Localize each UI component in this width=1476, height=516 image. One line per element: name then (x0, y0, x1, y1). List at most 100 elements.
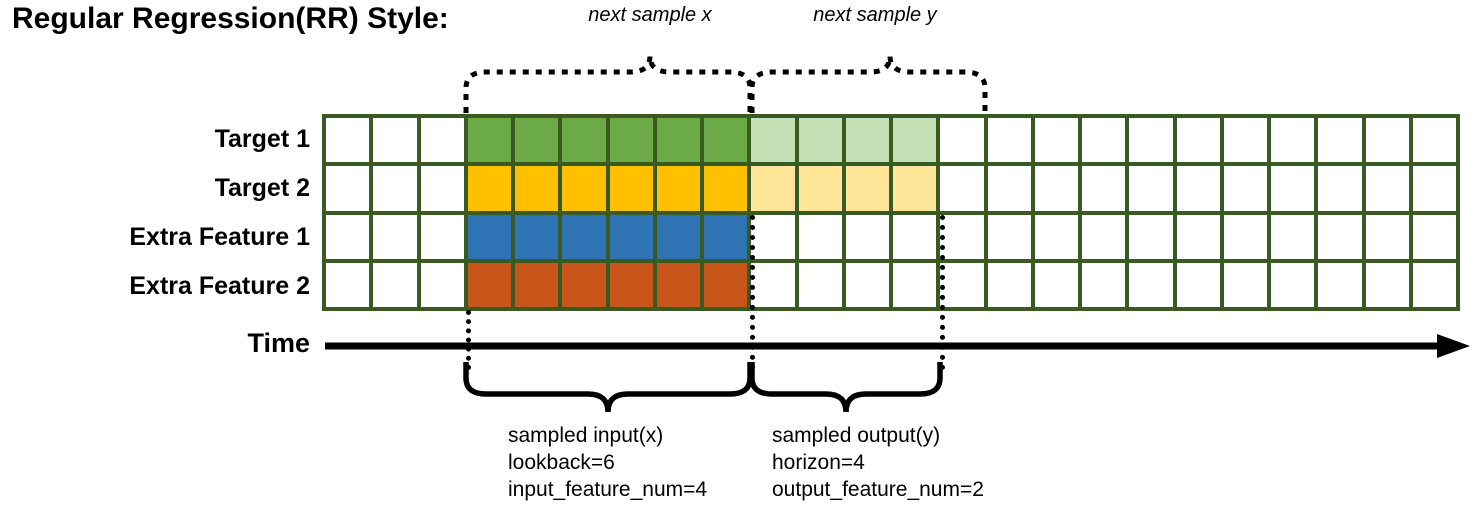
grid-cell-empty-r2-c18 (1176, 214, 1220, 259)
grid-cell-input-r1-c6 (609, 166, 653, 211)
grid-cell-empty-r0-c14 (987, 118, 1031, 163)
grid-cell-empty-r2-c0 (326, 214, 370, 259)
grid-cell-empty-r1-c20 (1271, 166, 1315, 211)
grid-cell-empty-r2-c16 (1082, 214, 1126, 259)
grid-cell-empty-r1-c21 (1318, 166, 1362, 211)
grid-cell-empty-r2-c17 (1129, 214, 1173, 259)
grid-cell-empty-r0-c1 (373, 118, 417, 163)
grid-cell-empty-r3-c13 (940, 262, 984, 307)
row-label-group: Target 1 Target 2 Extra Feature 1 Extra … (0, 115, 310, 311)
grid-cell-empty-r0-c17 (1129, 118, 1173, 163)
grid-cell-input-r3-c3 (467, 262, 511, 307)
annotation-next-sample-y: next sample y (813, 4, 937, 26)
grid-cell-empty-r0-c22 (1365, 118, 1409, 163)
dotted-brace-next-y (749, 55, 988, 113)
grid-cell-input-r0-c7 (656, 118, 700, 163)
grid-cell-empty-r2-c1 (373, 214, 417, 259)
grid-cell-input-r2-c6 (609, 214, 653, 259)
grid-cell-empty-r1-c22 (1365, 166, 1409, 211)
grid-cell-empty-r0-c0 (326, 118, 370, 163)
grid-cell-empty-r3-c12 (893, 262, 937, 307)
grid-cell-empty-r3-c1 (373, 262, 417, 307)
grid-cell-empty-r0-c16 (1082, 118, 1126, 163)
grid-cell-input-r0-c6 (609, 118, 653, 163)
grid-cell-empty-r1-c23 (1412, 166, 1456, 211)
grid-cell-empty-r0-c23 (1412, 118, 1456, 163)
grid-cell-empty-r2-c11 (845, 214, 889, 259)
grid-cell-empty-r1-c17 (1129, 166, 1173, 211)
grid-cell-empty-r2-c14 (987, 214, 1031, 259)
grid-cell-input-r2-c5 (562, 214, 606, 259)
grid-cell-empty-r1-c13 (940, 166, 984, 211)
guide-line-output-end (940, 215, 945, 370)
grid-cell-empty-r2-c20 (1271, 214, 1315, 259)
grid-cell-empty-r1-c14 (987, 166, 1031, 211)
grid-cell-input-r0-c3 (467, 118, 511, 163)
grid-cell-empty-r1-c16 (1082, 166, 1126, 211)
grid-cell-empty-r3-c21 (1318, 262, 1362, 307)
grid-cell-input-r2-c3 (467, 214, 511, 259)
grid-cell-empty-r3-c0 (326, 262, 370, 307)
annotation-next-sample-x: next sample x (588, 4, 712, 26)
grid-cell-empty-r3-c11 (845, 262, 889, 307)
dotted-brace-next-x (463, 55, 753, 113)
description-input-line-3: input_feature_num=4 (508, 477, 708, 501)
grid-cell-empty-r1-c15 (1034, 166, 1078, 211)
grid-cell-empty-r3-c17 (1129, 262, 1173, 307)
grid-cell-empty-r0-c2 (420, 118, 464, 163)
description-input-line-1: sampled input(x) (508, 424, 664, 447)
grid-cell-input-r3-c4 (515, 262, 559, 307)
grid-cell-empty-r2-c10 (798, 214, 842, 259)
grid-cell-empty-r2-c2 (420, 214, 464, 259)
grid-cell-empty-r3-c15 (1034, 262, 1078, 307)
grid-cell-input-r1-c4 (515, 166, 559, 211)
grid-cell-empty-r3-c2 (420, 262, 464, 307)
grid-cell-empty-r1-c19 (1223, 166, 1267, 211)
row-label-extra-feature-1: Extra Feature 1 (129, 223, 310, 251)
grid-cell-empty-r1-c0 (326, 166, 370, 211)
description-sampled-input: sampled input(x) lookback=6 input_featur… (508, 423, 707, 504)
grid-cell-input-r2-c8 (704, 214, 748, 259)
grid-cell-input-r0-c4 (515, 118, 559, 163)
guide-line-input-start (466, 310, 471, 370)
grid-cell-input-r2-c4 (515, 214, 559, 259)
grid-cell-empty-r1-c18 (1176, 166, 1220, 211)
grid-cell-empty-r1-c1 (373, 166, 417, 211)
description-output-line-2: horizon=4 (772, 450, 865, 474)
grid-cell-empty-r2-c23 (1412, 214, 1456, 259)
guide-line-input-end (750, 215, 755, 370)
grid-cell-empty-r0-c15 (1034, 118, 1078, 163)
grid-cell-empty-r3-c14 (987, 262, 1031, 307)
grid-cell-output-r1-c10 (798, 166, 842, 211)
grid-cell-output-r1-c9 (751, 166, 795, 211)
grid-cell-input-r1-c7 (656, 166, 700, 211)
grid-cell-empty-r2-c15 (1034, 214, 1078, 259)
row-label-target-2: Target 2 (214, 174, 310, 202)
grid-cell-output-r0-c10 (798, 118, 842, 163)
grid-cell-empty-r2-c21 (1318, 214, 1362, 259)
grid-cell-input-r1-c8 (704, 166, 748, 211)
time-axis-label: Time (247, 328, 310, 358)
grid-cell-empty-r3-c22 (1365, 262, 1409, 307)
grid-cell-input-r3-c7 (656, 262, 700, 307)
grid-cell-empty-r0-c19 (1223, 118, 1267, 163)
grid-cell-empty-r2-c12 (893, 214, 937, 259)
grid-cell-input-r0-c5 (562, 118, 606, 163)
grid-cell-input-r2-c7 (656, 214, 700, 259)
grid-cell-output-r1-c11 (845, 166, 889, 211)
time-axis-arrow (325, 334, 1470, 358)
row-label-target-1: Target 1 (214, 125, 310, 153)
grid-cell-empty-r0-c13 (940, 118, 984, 163)
description-output-line-1: sampled output(y) (772, 424, 941, 447)
timeseries-grid (322, 114, 1460, 311)
grid-cell-input-r1-c5 (562, 166, 606, 211)
grid-cell-empty-r3-c20 (1271, 262, 1315, 307)
grid-cell-output-r1-c12 (893, 166, 937, 211)
grid-cell-empty-r2-c22 (1365, 214, 1409, 259)
grid-cell-output-r0-c9 (751, 118, 795, 163)
grid-cell-empty-r0-c20 (1271, 118, 1315, 163)
grid-cell-empty-r0-c21 (1318, 118, 1362, 163)
grid-cell-empty-r3-c9 (751, 262, 795, 307)
grid-cell-empty-r3-c18 (1176, 262, 1220, 307)
grid-cell-empty-r2-c19 (1223, 214, 1267, 259)
